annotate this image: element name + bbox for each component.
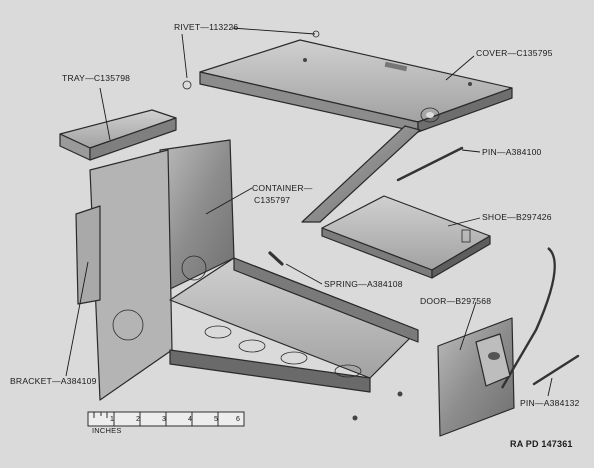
scale-tick-5: 5	[214, 416, 218, 423]
scale-tick-2: 2	[136, 416, 140, 423]
callout-labels: RIVET—113226 COVER—C135795 TRAY—C135798 …	[10, 22, 580, 408]
label-container-line1: CONTAINER—	[252, 183, 313, 193]
leader-lines	[65, 27, 553, 397]
pin-upper-part	[396, 146, 464, 182]
scale-unit-label: INCHES	[92, 426, 122, 435]
cover-part	[199, 39, 513, 133]
spring-part	[268, 251, 284, 266]
door-part	[437, 247, 556, 437]
container-part	[89, 139, 419, 421]
scale-divisions	[93, 412, 219, 426]
label-bracket: BRACKET—A384109	[10, 376, 97, 386]
label-tray: TRAY—C135798	[62, 73, 130, 83]
scale-tick-4: 4	[188, 416, 192, 423]
scale-tick-6: 6	[236, 416, 240, 423]
label-container-line2: C135797	[254, 195, 290, 205]
scale-tick-3: 3	[162, 416, 166, 423]
inch-scale: 1 2 3 4 5 6 INCHES	[87, 411, 245, 435]
label-door: DOOR—B297568	[420, 296, 491, 306]
label-pin-upper: PIN—A384100	[482, 147, 542, 157]
label-rivet: RIVET—113226	[174, 22, 238, 32]
label-pin-lower: PIN—A384132	[520, 398, 580, 408]
label-spring: SPRING—A384108	[324, 279, 403, 289]
hinge-arm	[301, 125, 421, 223]
bracket-part	[75, 205, 101, 305]
tray-part	[59, 109, 177, 161]
label-cover: COVER—C135795	[476, 48, 553, 58]
plate-id: RA PD 147361	[510, 439, 573, 449]
pin-lower-part	[532, 354, 580, 386]
scale-tick-1: 1	[110, 416, 114, 423]
shoe-part	[321, 195, 491, 279]
label-shoe: SHOE—B297426	[482, 212, 552, 222]
